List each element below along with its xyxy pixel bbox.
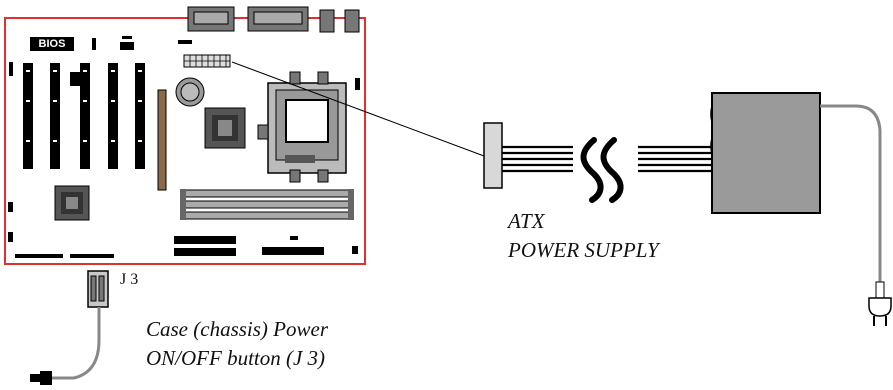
ac-plug-icon <box>868 281 892 326</box>
leader-line <box>231 61 485 157</box>
rear-io-ports <box>187 6 360 33</box>
j3-connector-icon <box>87 270 109 308</box>
power-button-label-line1: Case (chassis) Power <box>146 317 328 341</box>
north-bridge-chip <box>204 107 246 149</box>
agp-slot <box>157 89 167 191</box>
power-button-cable <box>52 307 101 380</box>
psu-label-line1: ATX <box>508 209 545 233</box>
psu-box <box>711 92 821 214</box>
psu-label-line2: POWER SUPPLY <box>508 238 659 262</box>
ac-power-cord <box>820 104 882 290</box>
power-button-label-line2: ON/OFF button (J 3) <box>146 346 326 370</box>
bios-chip-label: BIOS <box>30 37 74 51</box>
ide-connectors <box>174 236 324 256</box>
cable-break-squiggle <box>580 137 624 203</box>
front-panel-headers <box>8 202 358 258</box>
wire-bundle-left <box>502 145 573 173</box>
cpu-socket <box>257 71 347 183</box>
power-button-icon <box>30 371 52 385</box>
wire-bundle-right <box>638 145 712 173</box>
psu-connector <box>483 122 503 189</box>
small-headers <box>9 36 360 90</box>
south-bridge-chip <box>54 185 90 221</box>
expansion-slots <box>23 63 145 169</box>
j3-label: J 3 <box>120 271 139 288</box>
dimm-slots <box>180 189 354 220</box>
